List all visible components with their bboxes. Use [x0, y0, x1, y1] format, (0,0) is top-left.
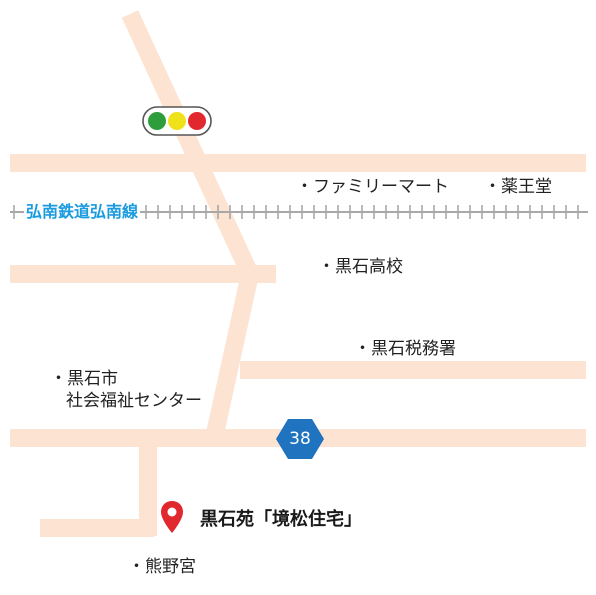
- landmark-family-mart: ・ファミリーマート: [296, 177, 449, 197]
- landmark-kuroishi-tax-office: ・黒石税務署: [354, 339, 456, 359]
- map-pin-icon: [160, 500, 184, 538]
- railway-label: 弘南鉄道弘南線: [24, 200, 141, 224]
- landmark-yakuodo: ・薬王堂: [484, 177, 552, 197]
- destination-label: 黒石苑「境松住宅」: [200, 509, 362, 530]
- landmark-kuroishi-high-school: ・黒石高校: [318, 257, 403, 277]
- route-number-label: 38: [289, 429, 311, 449]
- landmark-kumanomiya: ・熊野宮: [128, 557, 196, 577]
- landmark-social-welfare-center: 社会福祉センター: [66, 391, 202, 411]
- traffic-signal-icon: [142, 106, 212, 140]
- road-vertical-center: [205, 272, 259, 440]
- landmark-kuroishi-city: ・黒石市: [50, 369, 118, 389]
- road-diagonal-north: [121, 10, 259, 278]
